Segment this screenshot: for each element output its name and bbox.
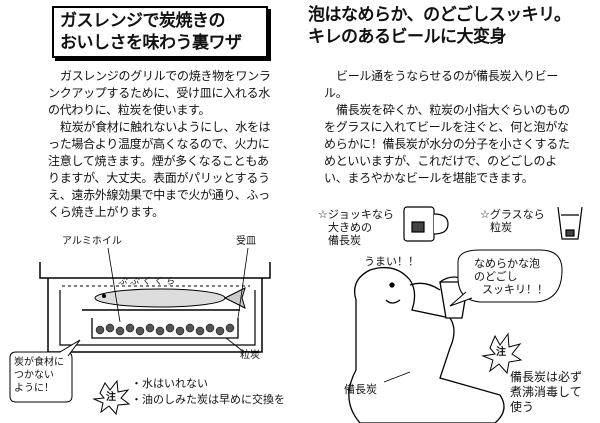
right-note-3: 使う xyxy=(510,400,535,414)
right-paragraph-1: ビール通をうならせるのが備長炭入りビール。 xyxy=(324,69,559,100)
jug-label: ☆ジョッキなら 大きめの 備長炭 xyxy=(318,208,394,247)
speech-bubble-shape xyxy=(9,351,73,403)
jug-label-2: 大きめの xyxy=(328,221,372,234)
left-note-mark: 注 xyxy=(106,392,116,403)
left-title-line-1: ガスレンジで炭焼きの xyxy=(60,11,226,31)
left-body: ガスレンジのグリルでの焼き物をワンランクアップするために、受け皿に入れる水の代わ… xyxy=(48,68,280,221)
fish-shape xyxy=(94,288,226,308)
smooth-line-3: スッキリ！！ xyxy=(482,283,548,296)
right-paragraph-2: 備長炭を砕くか、粒炭の小指大ぐらいのものをグラスに入れてビールを注ぐと、何と泡が… xyxy=(324,103,570,185)
grill-diagram xyxy=(9,247,271,416)
right-note-mark: 注 xyxy=(496,347,506,358)
right-title-line-2: キレのあるビールに大変身 xyxy=(308,27,507,47)
glass-icon xyxy=(557,206,583,240)
speech-smooth: なめらかな泡 のどごし スッキリ！！ xyxy=(474,257,558,296)
left-note-2: ・油のしみた炭は早めに交換を xyxy=(131,393,285,406)
right-note-1: 備長炭は必ず xyxy=(510,370,583,384)
label-charcoal: 粒炭 xyxy=(240,350,260,361)
bubble-line-2: つかない xyxy=(14,370,54,381)
label-tray: 受皿 xyxy=(236,236,256,247)
left-paragraph-1: ガスレンジのグリルでの焼き物をワンランクアップするために、受け皿に入れる水の代わ… xyxy=(48,69,271,117)
glass-label-2: 粒炭 xyxy=(490,221,512,234)
right-note-starburst xyxy=(481,332,523,375)
panel-divider xyxy=(299,0,300,423)
left-panel: ガスレンジで炭焼きの おいしさを味わう裏ワザ ガスレンジのグリルでの焼き物をワン… xyxy=(9,6,285,416)
smooth-line-2: のどごし xyxy=(474,270,518,283)
right-panel: 泡はなめらか、のどごしスッキリ。 キレのあるビールに大変身 ビール通をうならせる… xyxy=(300,0,600,423)
left-paragraph-2: 粒炭が食材に触れないようにし、水をはった場合より温度が高くなるので、火力に注意し… xyxy=(48,120,271,219)
smooth-line-1: なめらかな泡 xyxy=(474,257,540,270)
label-foil: アルミホイル xyxy=(62,236,122,247)
beer-illustration xyxy=(348,206,583,423)
right-title: 泡はなめらか、のどごしスッキリ。 キレのあるビールに大変身 xyxy=(308,4,598,48)
speech-bubble: 炭が食材に つかない ように！ xyxy=(14,356,72,395)
bubble-line-1: 炭が食材に xyxy=(14,357,64,368)
jug-icon xyxy=(403,206,449,242)
jug-label-3: 備長炭 xyxy=(328,234,361,247)
left-title: ガスレンジで炭焼きの おいしさを味わう裏ワザ xyxy=(52,6,268,58)
right-note: 備長炭は必ず 煮沸消毒して 使う xyxy=(510,370,598,415)
left-note-1: ・水はいれない xyxy=(131,377,208,390)
sizzle-text: ぷ ぷ く く ら xyxy=(118,277,175,287)
note-starburst xyxy=(92,379,131,416)
glass-label: ☆グラスなら 粒炭 xyxy=(480,208,545,234)
jug-label-1: ☆ジョッキなら xyxy=(318,208,394,221)
label-binchotan: 備長炭 xyxy=(344,383,377,396)
glass-label-1: ☆グラスなら xyxy=(480,208,545,221)
bubble-line-3: ように！ xyxy=(14,383,54,394)
speech-umai: うまい！！ xyxy=(364,255,419,268)
right-body: ビール通をうならせるのが備長炭入りビール。 備長炭を砕くか、粒炭の小指大ぐらいの… xyxy=(324,68,572,187)
left-title-line-2: おいしさを味わう裏ワザ xyxy=(60,33,242,53)
right-note-2: 煮沸消毒して xyxy=(510,385,582,399)
charcoal-pieces xyxy=(95,323,235,336)
right-title-line-1: 泡はなめらか、のどごしスッキリ。 xyxy=(308,5,571,25)
